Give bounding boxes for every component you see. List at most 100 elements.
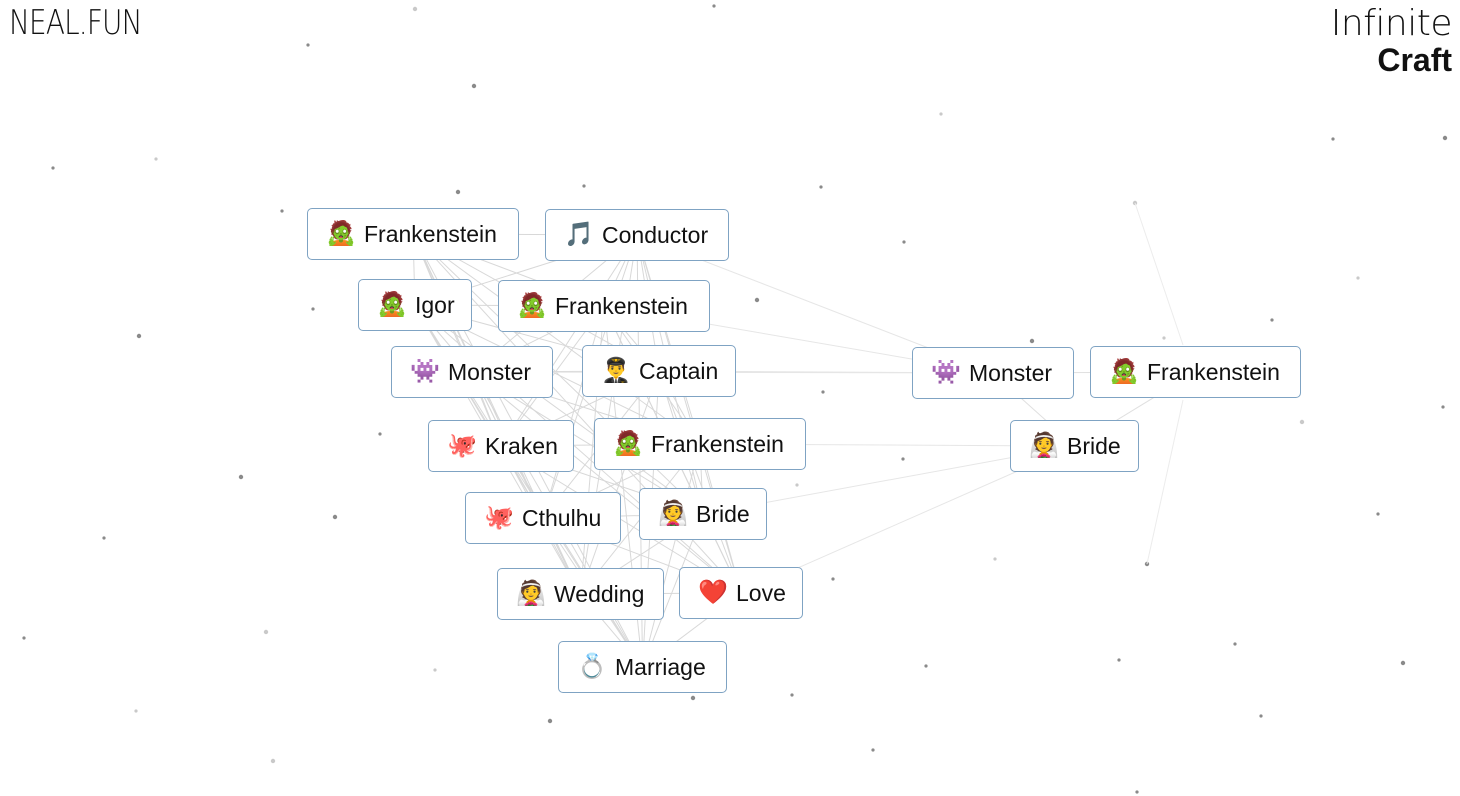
connection-line — [471, 371, 742, 594]
particle-dot — [1233, 642, 1237, 646]
particle-dot — [332, 514, 338, 520]
particle-dot — [270, 758, 276, 764]
item-frankenstein[interactable]: 🧟 Frankenstein — [498, 280, 710, 332]
item-kraken[interactable]: 🐙 Kraken — [428, 420, 574, 472]
particle-dot — [1331, 137, 1335, 141]
zombie-icon: 🧟 — [1109, 358, 1139, 385]
brand-line-2: Craft — [1377, 42, 1452, 78]
particle-dot — [993, 557, 997, 561]
alien-monster-icon: 👾 — [410, 358, 440, 385]
item-label: Frankenstein — [1147, 358, 1280, 385]
item-cthulhu[interactable]: 🐙 Cthulhu — [465, 492, 621, 544]
bride-icon: 👰 — [516, 580, 546, 607]
particle-dot — [102, 536, 106, 540]
particle-dot — [1376, 512, 1380, 516]
connection-line — [1134, 202, 1184, 346]
particle-dot — [1270, 318, 1274, 322]
particle-dot — [433, 668, 437, 672]
item-marriage[interactable]: 💍 Marriage — [558, 641, 727, 693]
particle-dot — [134, 709, 138, 713]
item-monster[interactable]: 👾 Monster — [912, 347, 1074, 399]
particle-dot — [238, 474, 244, 480]
particle-dot — [1400, 660, 1406, 666]
connection-line — [414, 304, 544, 519]
connection-line — [500, 445, 643, 668]
particle-dot — [1259, 714, 1263, 718]
item-label: Bride — [696, 500, 750, 527]
bride-icon: 👰 — [1029, 432, 1059, 459]
zombie-icon: 🧟 — [377, 291, 407, 318]
particle-dot — [1441, 405, 1445, 409]
particle-dot — [924, 664, 928, 668]
particle-dot — [1356, 276, 1360, 280]
heart-icon: ❤️ — [698, 579, 728, 606]
item-captain[interactable]: 👨‍✈️ Captain — [582, 345, 736, 397]
connection-line — [414, 304, 704, 515]
particle-dot — [22, 636, 26, 640]
item-love[interactable]: ❤️ Love — [679, 567, 803, 619]
particle-dot — [790, 693, 794, 697]
item-label: Cthulhu — [522, 504, 602, 531]
item-frankenstein[interactable]: 🧟 Frankenstein — [1090, 346, 1301, 398]
particle-dot — [871, 748, 875, 752]
item-label: Kraken — [485, 432, 558, 459]
item-igor[interactable]: 🧟 Igor — [358, 279, 472, 331]
particle-dot — [378, 432, 382, 436]
particle-dot — [1117, 658, 1121, 662]
item-bride[interactable]: 👰 Bride — [1010, 420, 1139, 472]
item-label: Wedding — [554, 580, 645, 607]
item-label: Love — [736, 579, 786, 606]
brand-line-1: Infinite — [1330, 3, 1453, 44]
particle-dot — [1299, 419, 1305, 425]
particle-dot — [263, 629, 269, 635]
particle-dot — [51, 166, 55, 170]
connection-line — [412, 233, 502, 447]
particle-dot — [311, 307, 315, 311]
item-label: Monster — [448, 358, 532, 385]
particle-dot — [939, 112, 943, 116]
particle-dot — [136, 333, 142, 339]
item-label: Bride — [1067, 432, 1121, 459]
connection-line — [412, 233, 701, 445]
item-bride[interactable]: 👰 Bride — [639, 488, 767, 540]
particle-dot — [819, 185, 823, 189]
music-note-icon: 🎵 — [564, 221, 594, 248]
connection-line — [580, 370, 660, 595]
infinite-craft-logo: Infinite Craft — [1330, 3, 1453, 78]
octopus-icon: 🐙 — [484, 504, 514, 531]
particle-dot — [1162, 336, 1166, 340]
particle-dot — [690, 695, 696, 701]
particle-dot — [306, 43, 310, 47]
particle-dot — [1442, 135, 1448, 141]
connection-line — [1146, 399, 1184, 565]
particle-dot — [795, 483, 799, 487]
item-frankenstein[interactable]: 🧟 Frankenstein — [594, 418, 806, 470]
item-label: Conductor — [602, 221, 709, 248]
zombie-icon: 🧟 — [613, 430, 643, 457]
item-wedding[interactable]: 👰 Wedding — [497, 568, 664, 620]
particle-dot — [455, 189, 461, 195]
connection-line — [642, 443, 701, 668]
ring-icon: 💍 — [577, 653, 607, 680]
particle-dot — [1029, 338, 1035, 344]
bride-icon: 👰 — [658, 500, 688, 527]
particle-dot — [754, 297, 760, 303]
item-label: Frankenstein — [364, 220, 497, 247]
nealfun-logo[interactable]: NEAL.FUN — [9, 3, 143, 43]
item-monster[interactable]: 👾 Monster — [391, 346, 553, 398]
particle-dot — [901, 457, 905, 461]
zombie-icon: 🧟 — [517, 292, 547, 319]
particle-dot — [1135, 790, 1139, 794]
alien-monster-icon: 👾 — [931, 359, 961, 386]
item-label: Marriage — [615, 653, 706, 680]
item-frankenstein[interactable]: 🧟 Frankenstein — [307, 208, 519, 260]
particle-dot — [412, 6, 418, 12]
item-conductor[interactable]: 🎵 Conductor — [545, 209, 729, 261]
particle-dot — [712, 4, 716, 8]
particle-dot — [821, 390, 825, 394]
connection-line — [500, 234, 638, 447]
pilot-icon: 👨‍✈️ — [601, 357, 631, 384]
